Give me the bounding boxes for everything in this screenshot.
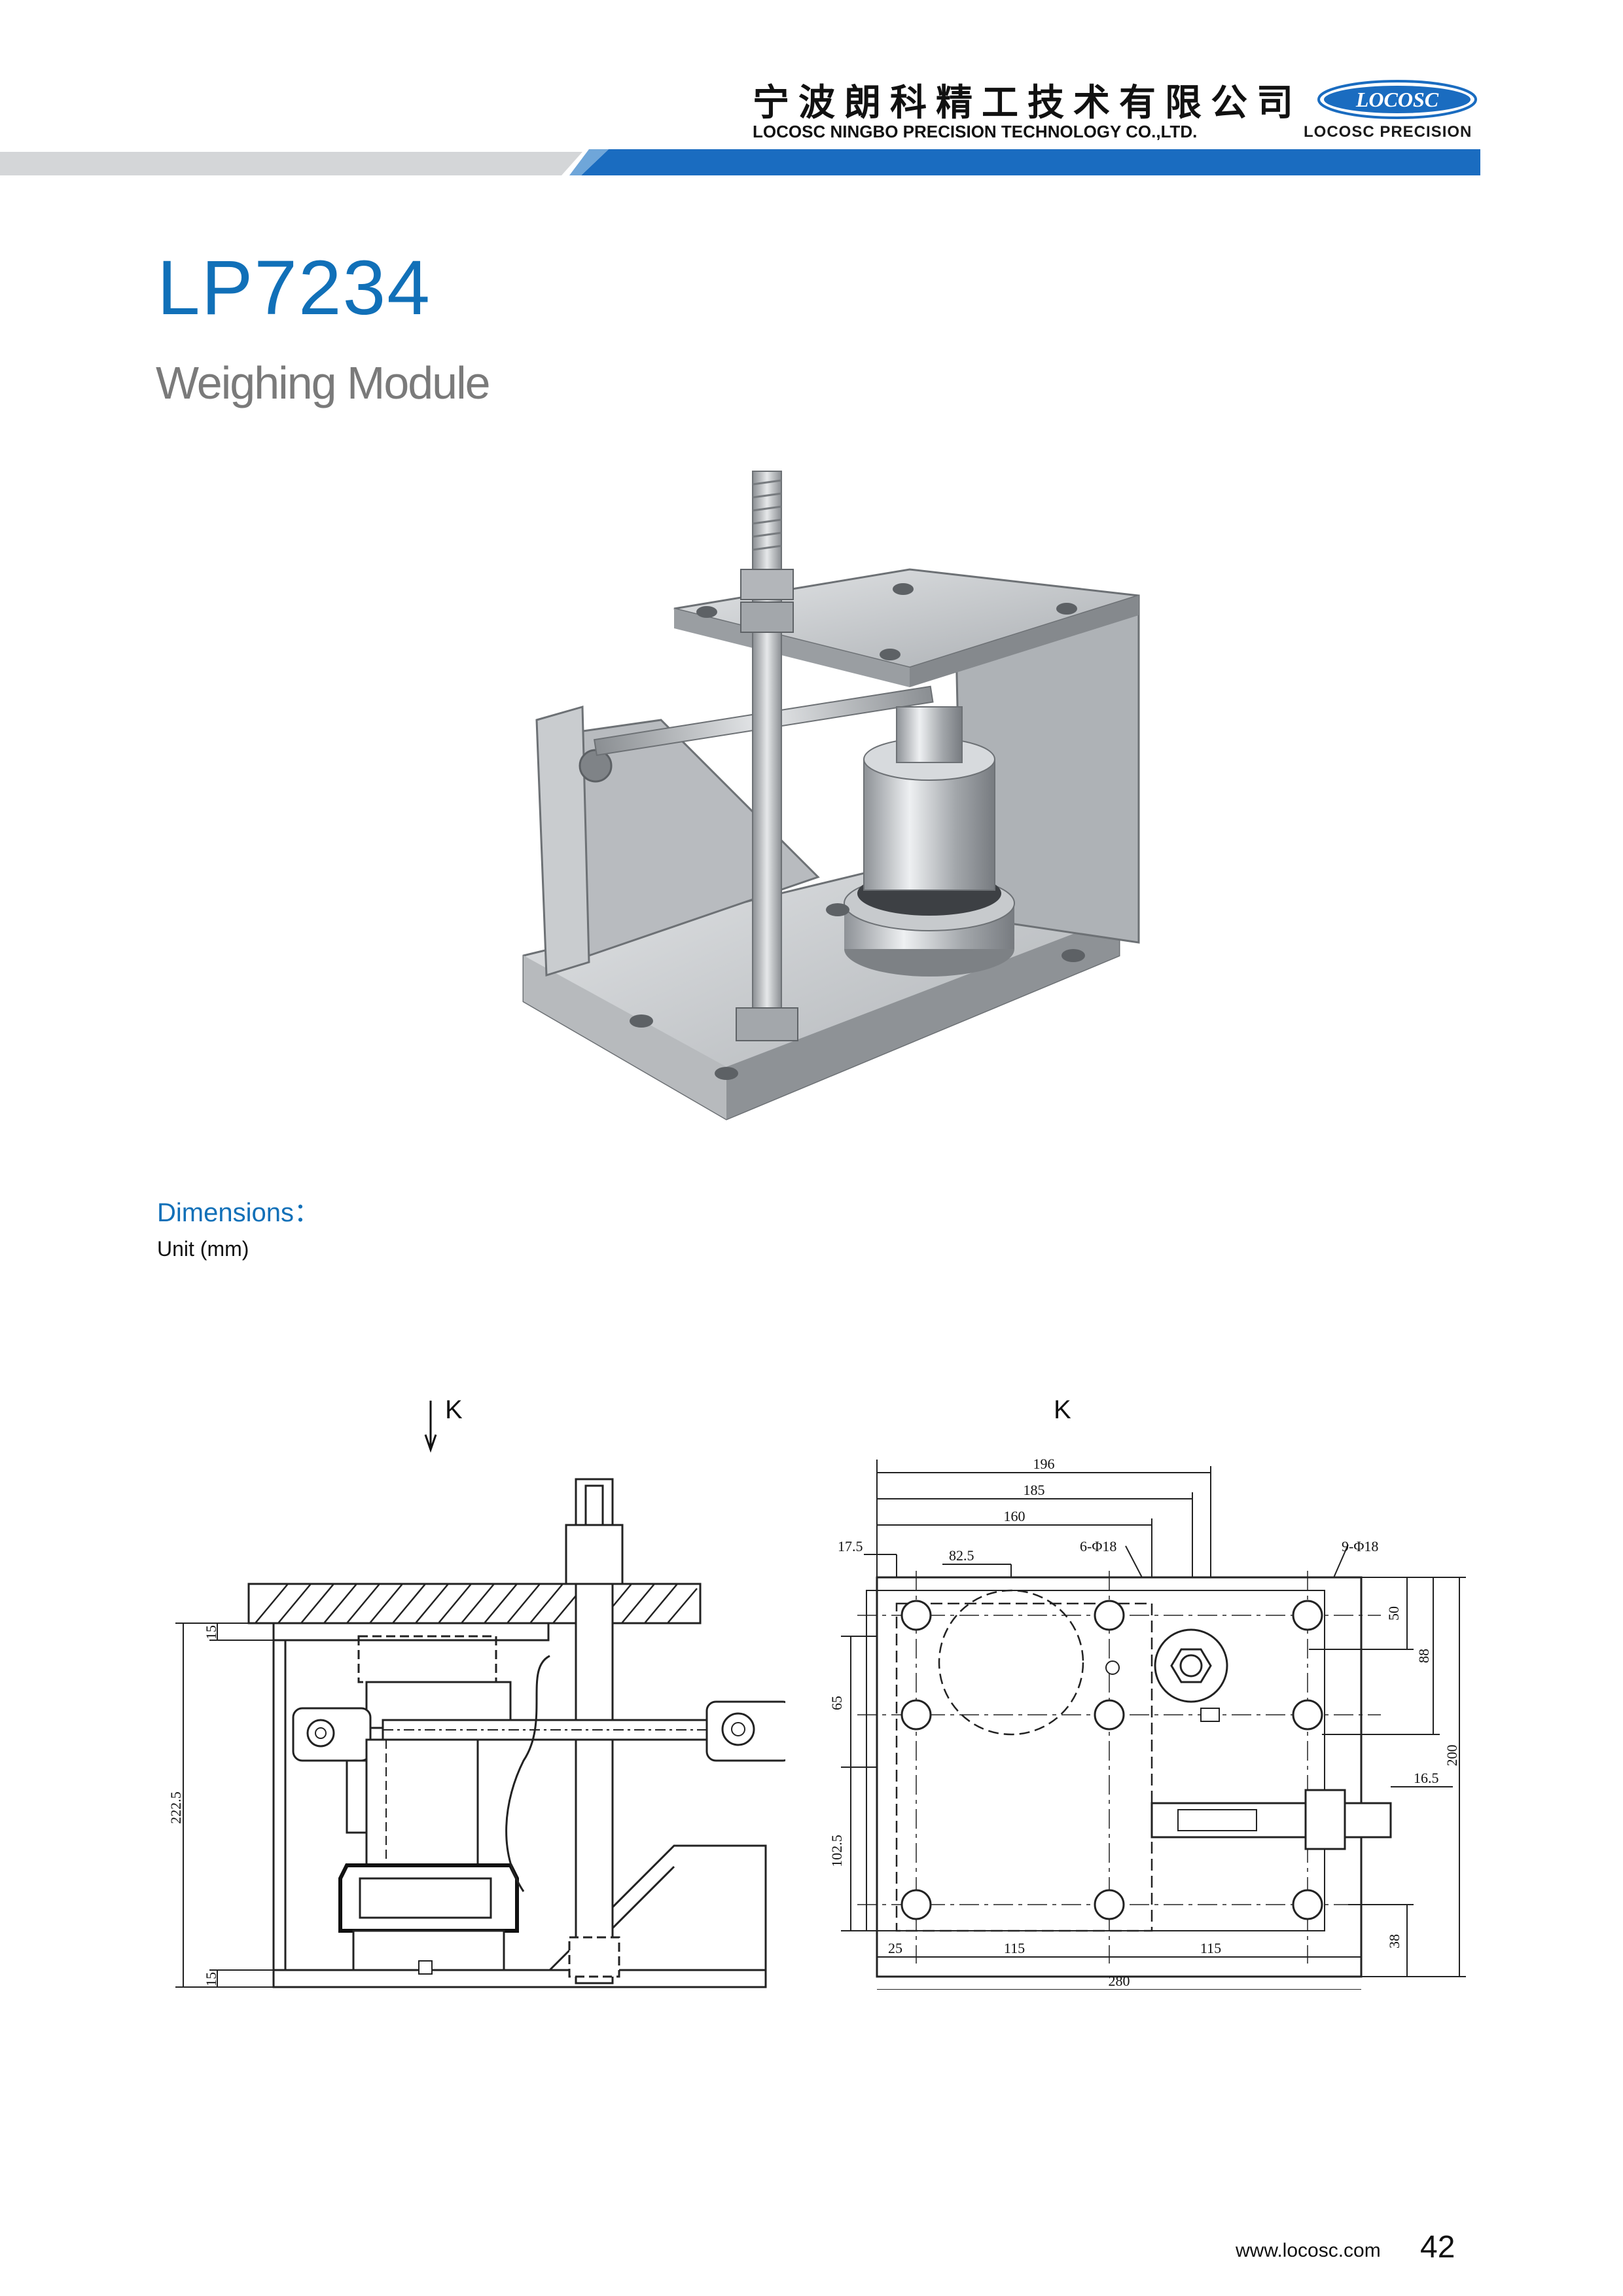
top-holes-9: 9-Φ18: [1342, 1538, 1378, 1554]
view-arrow: [424, 1401, 437, 1453]
top-dim-16-5: 16.5: [1414, 1770, 1439, 1786]
dimensions-title: Dimensions：: [157, 1198, 320, 1227]
locosc-logo: LOCOSC: [1317, 80, 1477, 119]
top-dim-65: 65: [829, 1696, 845, 1710]
header-band: [0, 149, 1480, 175]
top-dim-200: 200: [1444, 1745, 1460, 1767]
side-dim-15-base: 15: [203, 1972, 219, 1986]
brand-caption: LOCOSC PRECISION: [1304, 123, 1472, 141]
page-number: 42: [1420, 2230, 1455, 2265]
side-view-drawing: 15 222.5 15: [168, 1401, 785, 1988]
top-dim-25: 25: [888, 1940, 902, 1956]
product-model: LP7234: [157, 245, 431, 331]
top-dim-160: 160: [1004, 1508, 1026, 1524]
top-dim-50: 50: [1385, 1606, 1402, 1621]
view-label-k-right: K: [1054, 1395, 1071, 1424]
company-name-en: LOCOSC NINGBO PRECISION TECHNOLOGY CO.,L…: [753, 122, 1198, 141]
view-label-k-left: K: [445, 1395, 463, 1424]
company-name-cn: 宁波朗科精工技术有限公司: [753, 82, 1302, 124]
top-dim-185: 185: [1024, 1482, 1045, 1498]
top-dim-196: 196: [1033, 1456, 1055, 1472]
top-dim-280: 280: [1109, 1973, 1130, 1989]
logo-text: LOCOSC: [1355, 88, 1439, 111]
top-dim-82-5: 82.5: [949, 1547, 974, 1564]
unit-label: Unit (mm): [157, 1237, 249, 1261]
top-dim-115-a: 115: [1004, 1940, 1025, 1956]
product-photo: [522, 471, 1140, 1121]
side-dim-222-5: 222.5: [168, 1791, 184, 1824]
top-dim-115-b: 115: [1200, 1940, 1221, 1956]
top-dim-102-5: 102.5: [829, 1835, 845, 1867]
product-subtitle: Weighing Module: [156, 357, 491, 408]
top-dim-38: 38: [1386, 1934, 1402, 1948]
top-holes-6: 6-Φ18: [1080, 1538, 1116, 1554]
footer-website[interactable]: www.locosc.com: [1236, 2240, 1381, 2261]
top-dim-88: 88: [1416, 1649, 1432, 1663]
side-dim-15-top: 15: [203, 1625, 219, 1640]
top-view-drawing: 196 185 160 17.5 82.5 6-Φ18 9-Φ18: [829, 1456, 1466, 1990]
top-dim-17-5: 17.5: [838, 1538, 863, 1554]
